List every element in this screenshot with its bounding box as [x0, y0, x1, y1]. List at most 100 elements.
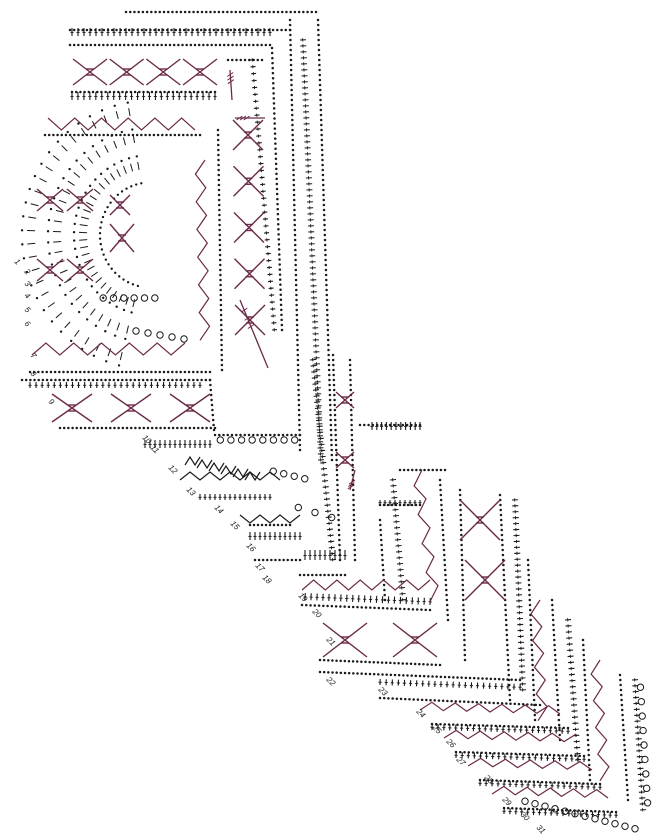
chain-stitch [442, 543, 445, 547]
chain-stitch [220, 333, 223, 337]
chain-stitch [318, 68, 321, 72]
chain-stitch [368, 672, 372, 676]
chain-stitch [458, 493, 462, 497]
chain-stitch [297, 378, 300, 382]
chain-stitch [74, 370, 78, 374]
chain-stitch [331, 573, 334, 577]
chain-stitch [372, 660, 376, 664]
chain-stitch [460, 558, 464, 562]
ring-stitch [52, 155, 60, 162]
chain-stitch [556, 698, 559, 702]
chain-stitch [216, 133, 220, 137]
chain-stitch [320, 128, 323, 132]
chain-stitch [554, 658, 557, 662]
chain-stitch [197, 43, 201, 47]
chain-stitch [330, 458, 334, 462]
chain-stitch [218, 43, 222, 47]
chain-stitch [552, 623, 555, 627]
chain-stitch [584, 683, 587, 687]
chain-stitch [247, 433, 251, 437]
chain-stitch [502, 573, 506, 577]
chain-stitch [88, 426, 91, 430]
ring-chain [126, 280, 130, 284]
chain-stitch [296, 353, 300, 357]
ring-stitch [53, 220, 62, 223]
chain-stitch [60, 133, 64, 137]
chain-stitch [239, 433, 242, 437]
chain-stitch [192, 10, 195, 14]
chain-stitch [205, 90, 208, 94]
chain-stitch [553, 781, 556, 784]
ring-stitch [95, 150, 101, 158]
chain-stitch [556, 703, 560, 707]
cross-stitch [234, 258, 265, 290]
cross-stitch [109, 223, 135, 253]
ring-chain [72, 239, 76, 242]
chain-stitch [222, 43, 226, 47]
chain-stitch [264, 523, 268, 527]
chain-stitch [273, 117, 276, 120]
chain-stitch [583, 663, 586, 667]
chain-stitch [220, 343, 223, 347]
chain-stitch [558, 726, 561, 729]
cross-stitch [36, 258, 64, 282]
chain-stitch [298, 448, 302, 452]
chain-stitch [292, 163, 295, 167]
chain-stitch [619, 683, 622, 687]
chain-stitch [196, 426, 200, 430]
chain-stitch [471, 751, 475, 754]
chain-stitch [28, 370, 32, 374]
chain-stitch [499, 513, 503, 517]
chain-stitch [383, 598, 387, 602]
ring-stitch [41, 291, 49, 297]
chain-stitch [121, 378, 124, 382]
chain-stitch [460, 676, 463, 679]
chain-stitch [325, 278, 328, 282]
chain-stitch [292, 188, 296, 192]
chain-stitch [332, 388, 336, 392]
chain-stitch [279, 293, 282, 296]
chain-stitch [289, 43, 292, 47]
ring-chain [24, 201, 28, 204]
ring-chain [107, 263, 110, 266]
chain-stitch [242, 10, 246, 14]
chain-stitch [161, 133, 164, 137]
chain-stitch [196, 370, 199, 374]
chain-stitch [348, 363, 352, 367]
chain-stitch [343, 659, 347, 663]
chain-stitch [275, 177, 278, 181]
chain-stitch [350, 423, 353, 427]
chain-stitch [274, 157, 278, 161]
ring-stitch [62, 189, 71, 195]
chain-stitch [288, 523, 292, 527]
chain-stitch [104, 378, 107, 382]
chain-stitch [129, 378, 132, 382]
chain-stitch [495, 779, 498, 782]
chain-stitch [78, 370, 82, 374]
chain-stitch [409, 662, 413, 666]
chain-stitch [499, 508, 502, 512]
chain-stitch [384, 661, 388, 665]
ring-chain [130, 185, 133, 188]
ring-chain [88, 184, 92, 188]
chain-stitch [352, 508, 355, 512]
chain-stitch [327, 343, 330, 347]
chain-stitch [277, 223, 280, 226]
chain-stitch [500, 538, 504, 542]
picot [301, 475, 309, 483]
chain-stitch [582, 643, 585, 647]
chain-stitch [276, 207, 279, 211]
chain-stitch [329, 433, 333, 437]
chain-stitch [352, 518, 356, 522]
chain-stitch [321, 158, 324, 162]
ring-stitch [123, 166, 127, 174]
ring-stitch [116, 169, 121, 177]
chain-stitch [116, 370, 120, 374]
chain-stitch [505, 638, 509, 642]
chain-stitch [332, 378, 336, 382]
chain-stitch [351, 468, 354, 472]
chain-stitch [292, 198, 296, 202]
ring-chain [100, 109, 104, 112]
chain-stitch [127, 43, 130, 47]
chain-stitch [322, 658, 326, 662]
